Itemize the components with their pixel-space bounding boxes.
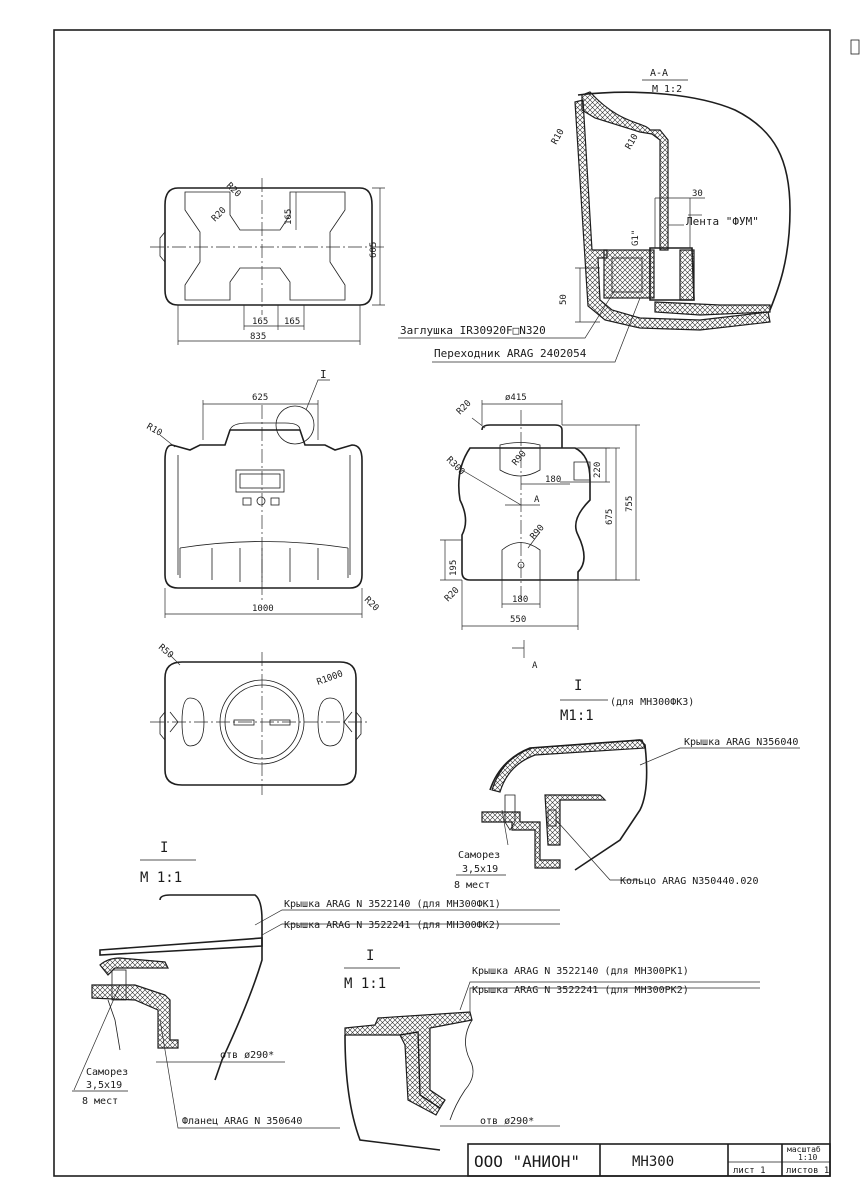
detail-rk-title: I	[366, 948, 374, 964]
side-view-section-mark-bottom: А	[532, 661, 538, 671]
detail-fk-screw-1: Саморез	[86, 1067, 128, 1078]
detail-fk-screw-3: 8 мест	[82, 1096, 118, 1107]
side-view-dim-550: 550	[510, 615, 526, 625]
top-view-dim-165-l: 165	[252, 317, 268, 327]
side-view-r20-bottom: R20	[443, 586, 462, 605]
front-view: 625 I R10 R20 1000	[145, 368, 381, 618]
detail-fk3-note: (для МН300ФК3)	[610, 697, 694, 708]
detail-fk-title: I	[160, 840, 168, 856]
title-block: ООО "АНИОН" МН300 масштаб 1:10 лист 1 ли…	[467, 1143, 831, 1177]
detail-rk-lid-2: Крышка ARAG N 3522241 (для МН300РК2)	[472, 985, 689, 996]
top-view-dim-605: 605	[369, 242, 379, 258]
detail-fk: I М 1:1 отв ø290* Крышка ARAG N 3522140 …	[72, 840, 560, 1129]
side-view: ø415 R20 R300 R90 220 180 А 675 755 R90 …	[440, 393, 640, 671]
corner-mark	[850, 39, 860, 55]
title-block-company: ООО "АНИОН"	[474, 1152, 580, 1171]
title-block-product: МН300	[632, 1154, 674, 1170]
adapter-callout: Переходник ARAG 2402054	[434, 347, 587, 360]
front-view-r10: R10	[145, 422, 164, 439]
front-view-dim-625: 625	[252, 393, 268, 403]
side-view-dim-220: 220	[593, 462, 603, 478]
side-view-dim-180-top: 180	[545, 475, 561, 485]
side-view-dia-415: ø415	[505, 393, 527, 403]
top-view: R20 R20 165 605 165 165 835	[150, 178, 385, 345]
top-view-dim-835: 835	[250, 332, 266, 342]
detail-rk-lid-1: Крышка ARAG N 3522140 (для МН300РК1)	[472, 966, 689, 977]
section-aa-tape: Лента "ФУМ"	[686, 215, 759, 228]
side-view-r300: R300	[444, 455, 466, 477]
plug-callout: Заглушка IR30920F□N320	[400, 324, 546, 337]
detail-fk3-lid: Крышка ARAG N356040	[684, 737, 798, 748]
side-view-r90-bottom: R90	[529, 523, 547, 542]
detail-fk3: I М1:1 (для МН300ФК3) Крышка ARAG N35604…	[454, 678, 800, 891]
front-view-r20: R20	[362, 595, 381, 614]
top-view-dim-165-r: 165	[284, 317, 300, 327]
detail-fk3-screw-3: 8 мест	[454, 880, 490, 891]
plan-view: R50 R1000	[150, 643, 370, 795]
side-view-r20-top: R20	[455, 399, 474, 418]
detail-fk3-scale: М1:1	[560, 708, 594, 724]
section-callouts: Заглушка IR30920F□N320 Переходник ARAG 2…	[398, 289, 641, 363]
side-view-r90-top: R90	[511, 449, 529, 468]
detail-fk3-screw-1: Саморез	[458, 850, 500, 861]
detail-rk-hole: отв ø290*	[480, 1116, 534, 1127]
side-view-dim-755: 755	[625, 496, 635, 512]
section-aa-scale: М 1:2	[652, 84, 682, 95]
sheet-frame	[53, 29, 831, 1177]
detail-fk-lid-2: Крышка ARAG N 3522241 (для МН300ФК2)	[284, 920, 501, 931]
top-view-r20-b: R20	[210, 206, 229, 225]
plan-view-r1000: R1000	[316, 669, 345, 688]
top-view-r20-a: R20	[224, 181, 243, 200]
detail-fk-scale: М 1:1	[140, 870, 182, 886]
front-view-dim-1000: 1000	[252, 604, 274, 614]
section-aa-r10-right: R10	[624, 132, 641, 151]
section-aa-r10-left: R10	[550, 127, 567, 146]
detail-fk-hole: отв ø290*	[220, 1050, 274, 1061]
detail-rk-scale: М 1:1	[344, 976, 386, 992]
section-aa-title: А-А	[650, 68, 668, 79]
section-aa-dim-50: 50	[559, 294, 569, 305]
front-view-detail-ref: I	[320, 368, 327, 381]
section-aa-thread: G1"	[631, 230, 641, 246]
section-aa: А-А М 1:2 30 G1" Лента "ФУМ" R10 R10 50	[550, 68, 791, 331]
title-block-sheet: лист 1	[733, 1166, 766, 1176]
plan-view-r50: R50	[156, 643, 175, 661]
detail-fk-flange: Фланец ARAG N 350640	[182, 1116, 302, 1127]
section-aa-dim-30: 30	[692, 189, 703, 199]
detail-fk-lid-1: Крышка ARAG N 3522140 (для МН300ФК1)	[284, 899, 501, 910]
side-view-dim-675: 675	[605, 509, 615, 525]
top-view-dim-165-v: 165	[284, 209, 294, 225]
side-view-section-mark: А	[534, 495, 540, 505]
detail-fk-screw-2: 3,5х19	[86, 1080, 122, 1091]
title-block-scale-label: масштаб	[787, 1144, 821, 1154]
title-block-sheets: листов 1	[786, 1166, 829, 1176]
detail-fk3-title: I	[574, 678, 582, 694]
detail-fk3-screw-2: 3,5х19	[462, 864, 498, 875]
side-view-dim-180-bottom: 180	[512, 595, 528, 605]
detail-rk: I М 1:1 Крышка ARAG N 3522140 (для МН300…	[344, 948, 760, 1151]
detail-fk3-ring: Кольцо ARAG N350440.020	[620, 876, 758, 887]
title-block-scale-value: 1:10	[798, 1153, 817, 1162]
side-view-dim-195: 195	[449, 560, 459, 576]
